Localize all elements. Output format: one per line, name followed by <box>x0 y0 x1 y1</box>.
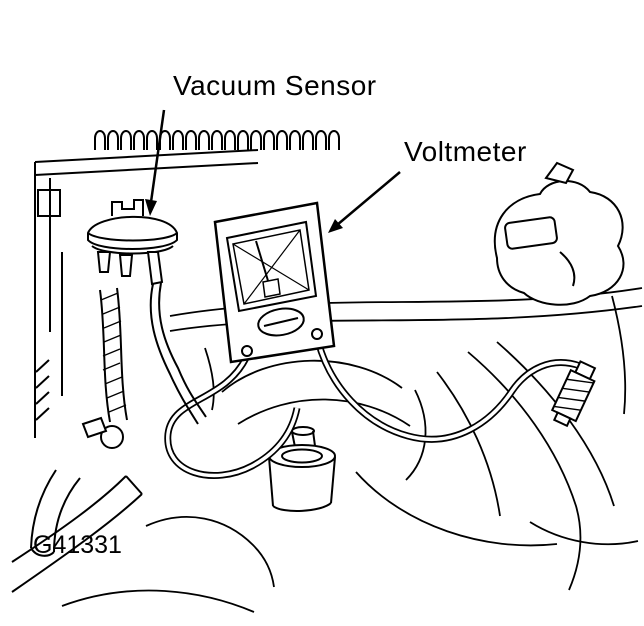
connector-plug <box>550 360 597 428</box>
test-lead-left <box>164 356 301 479</box>
fin-strip <box>94 130 340 151</box>
vacuum-sensor-arrow <box>145 109 166 216</box>
vacuum-sensor-drawing <box>87 199 207 425</box>
distributor-drawing <box>493 161 625 306</box>
figure-code: G41331 <box>33 531 122 559</box>
voltmeter-drawing <box>213 201 336 364</box>
engine-background <box>11 149 643 613</box>
voltmeter-arrow <box>328 171 401 233</box>
voltmeter-label: Voltmeter <box>404 136 527 167</box>
vacuum-sensor-label: Vacuum Sensor <box>173 70 377 101</box>
test-lead-right <box>314 340 582 443</box>
engine-cylinder-drawing <box>268 426 336 513</box>
